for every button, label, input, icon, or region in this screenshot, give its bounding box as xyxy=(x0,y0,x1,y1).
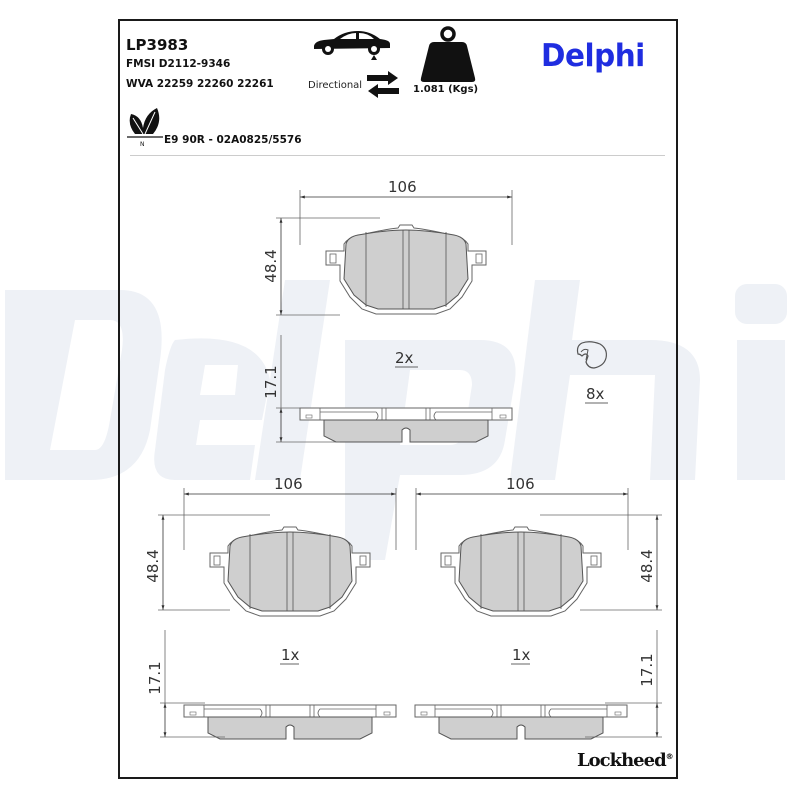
top-pad-quantity: 2x xyxy=(395,349,414,367)
bottom-right-pad-width-dim: 106 xyxy=(506,475,535,493)
lockheed-text: Lockheed xyxy=(577,750,667,771)
bottom-right-pad-height-dim: 48.4 xyxy=(638,549,656,582)
directional-label: Directional xyxy=(308,80,363,91)
registered-mark: ® xyxy=(665,752,674,761)
leaf-eco-icon: N xyxy=(127,108,163,148)
directional-arrows-icon xyxy=(367,71,399,98)
bottom-right-pad-quantity: 1x xyxy=(512,646,531,664)
car-icon xyxy=(314,31,390,60)
clip-quantity: 8x xyxy=(586,385,605,403)
brand-logo: Delphi xyxy=(541,38,645,74)
bottom-left-pad-thickness-dim: 17.1 xyxy=(146,661,164,694)
part-number: LP3983 xyxy=(126,36,189,54)
bottom-left-pad-quantity: 1x xyxy=(281,646,300,664)
weight-value: 1.081 (Kgs) xyxy=(413,84,479,95)
bottom-left-pad-height-dim: 48.4 xyxy=(144,549,162,582)
bottom-right-pad-thickness-dim: 17.1 xyxy=(638,653,656,686)
ece-approval: E9 90R - 02A0825/5576 xyxy=(164,134,302,146)
top-pad-thickness-dim: 17.1 xyxy=(262,365,280,398)
wva-codes: WVA 22259 22260 22261 xyxy=(126,78,274,90)
top-pad-height-dim: 48.4 xyxy=(262,249,280,282)
drawing-frame xyxy=(118,19,678,779)
weight-icon xyxy=(420,26,476,82)
fmsi-code: FMSI D2112-9346 xyxy=(126,58,231,70)
clip-spring-icon xyxy=(576,341,607,369)
bottom-left-pad-width-dim: 106 xyxy=(274,475,303,493)
svg-text:N: N xyxy=(140,141,145,148)
lockheed-logo: Lockheed® xyxy=(577,750,674,771)
header-divider xyxy=(130,155,665,156)
top-pad-width-dim: 106 xyxy=(388,178,417,196)
